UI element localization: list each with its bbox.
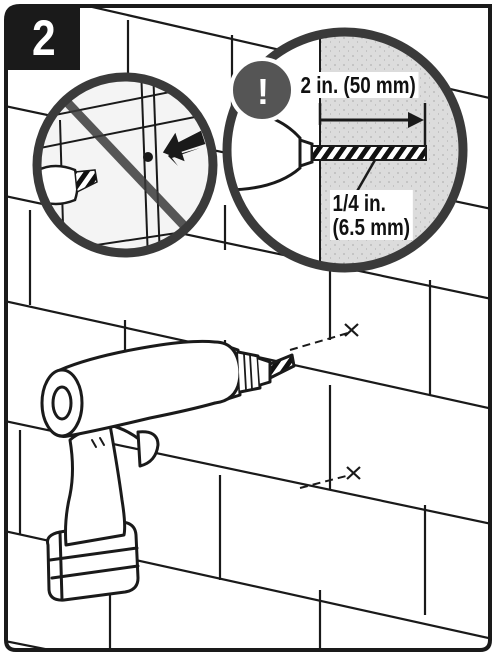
drill-depth-label: 2 in. (50 mm) xyxy=(298,72,419,99)
warning-symbol: ! xyxy=(257,71,269,112)
drill-icon xyxy=(40,339,296,602)
bit-diameter-imperial: 1/4 in. xyxy=(332,190,386,216)
wall-mark-upper xyxy=(344,323,359,337)
step-badge: 2 xyxy=(6,6,80,70)
bit-diameter-metric: (6.5 mm) xyxy=(332,214,411,241)
wall-mark-lower xyxy=(346,466,361,480)
step-number: 2 xyxy=(31,10,56,66)
drill-guide-lines xyxy=(289,332,351,489)
warning-icon xyxy=(229,57,295,123)
bit-diameter-label: 1/4 in. (6.5 mm) xyxy=(330,190,413,241)
prohibited-method-inset xyxy=(32,72,218,258)
